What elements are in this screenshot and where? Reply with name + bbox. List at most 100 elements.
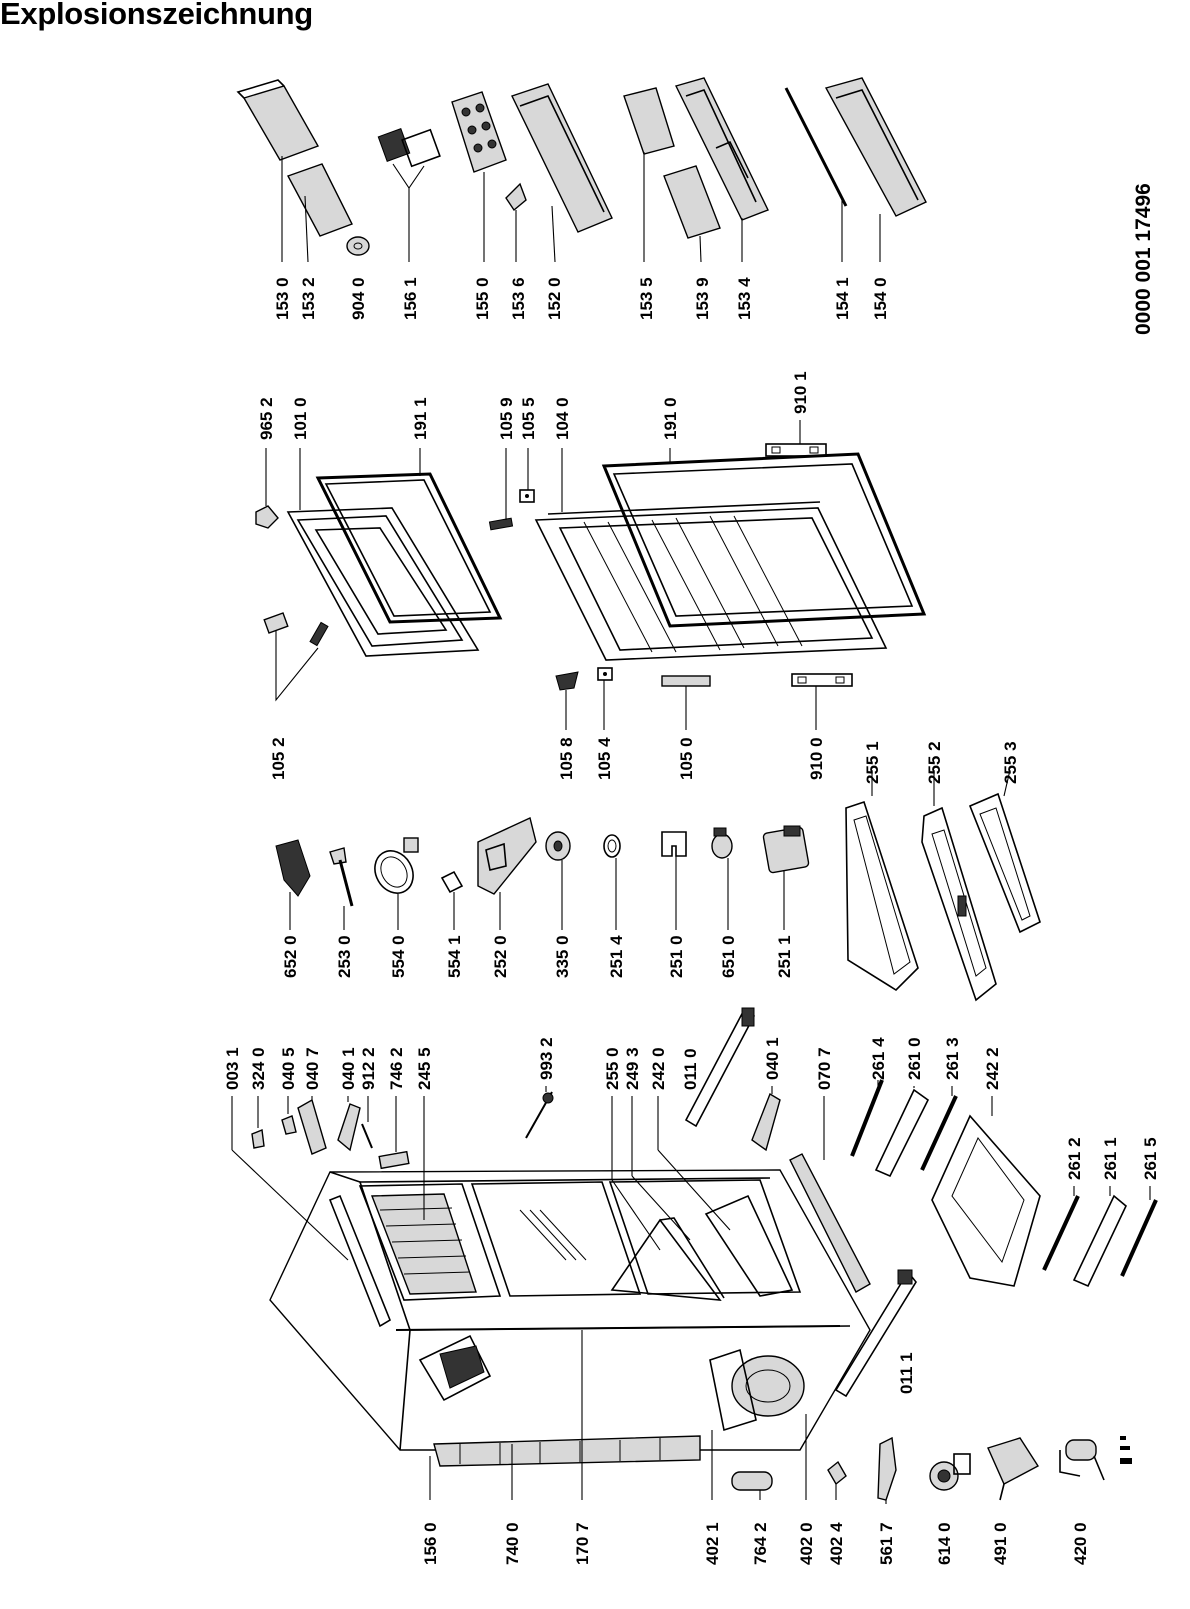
label-1541: 154 1 bbox=[833, 277, 852, 320]
part-1561 bbox=[377, 128, 441, 262]
label-1050: 105 0 bbox=[677, 737, 696, 780]
label-1010: 101 0 bbox=[291, 397, 310, 440]
label-6140: 614 0 bbox=[935, 1522, 954, 1565]
label-0401b: 040 1 bbox=[763, 1037, 782, 1080]
label-4020: 402 0 bbox=[797, 1522, 816, 1565]
part-1520 bbox=[511, 83, 613, 263]
label-7642: 764 2 bbox=[751, 1522, 770, 1565]
part-9040 bbox=[346, 236, 370, 256]
part-2422 bbox=[931, 1096, 1041, 1287]
label-9040: 904 0 bbox=[349, 277, 368, 320]
label-7462: 746 2 bbox=[387, 1047, 406, 1090]
label-2514: 251 4 bbox=[607, 935, 626, 978]
part-9100 bbox=[791, 673, 853, 730]
label-9652: 965 2 bbox=[257, 397, 276, 440]
label-0111: 011 1 bbox=[897, 1352, 916, 1394]
part-1534 bbox=[675, 77, 769, 262]
part-7400 bbox=[433, 1435, 701, 1467]
part-9101 bbox=[765, 420, 827, 457]
controls-row-labels: 652 0 253 0 554 0 554 1 252 0 335 0 251 … bbox=[281, 741, 1020, 978]
document-number: 0000 001 17496 bbox=[1132, 183, 1155, 335]
label-2612: 261 2 bbox=[1065, 1137, 1084, 1180]
part-1059 bbox=[488, 448, 514, 531]
part-1550 bbox=[451, 91, 507, 262]
part-0707 bbox=[789, 1153, 871, 1293]
label-1055: 105 5 bbox=[519, 397, 538, 440]
part-0407 bbox=[297, 1096, 327, 1155]
part-2455 bbox=[370, 1193, 477, 1295]
label-2610: 261 0 bbox=[905, 1037, 924, 1080]
part-1535 bbox=[623, 87, 675, 262]
label-0707: 070 7 bbox=[815, 1047, 834, 1090]
part-2530 bbox=[329, 847, 354, 930]
label-2611: 261 1 bbox=[1101, 1137, 1120, 1180]
label-2613: 261 3 bbox=[943, 1037, 962, 1080]
part-2615 bbox=[1120, 1186, 1158, 1277]
part-5541 bbox=[440, 870, 464, 930]
part-4910 bbox=[987, 1437, 1040, 1501]
label-2553: 255 3 bbox=[1001, 741, 1020, 784]
label-2493: 249 3 bbox=[623, 1047, 642, 1090]
label-2455: 245 5 bbox=[415, 1047, 434, 1090]
label-7400: 740 0 bbox=[503, 1522, 522, 1565]
label-9122: 912 2 bbox=[359, 1047, 378, 1090]
label-1534: 153 4 bbox=[735, 277, 754, 320]
part-3350 bbox=[545, 831, 571, 930]
label-1530: 153 0 bbox=[273, 277, 292, 320]
part-2520 bbox=[477, 817, 537, 930]
part-9652 bbox=[255, 448, 279, 529]
label-5540: 554 0 bbox=[389, 935, 408, 978]
part-4021 bbox=[709, 1348, 805, 1432]
part-1058 bbox=[555, 671, 579, 730]
part-1052 bbox=[263, 612, 329, 702]
part-7462 bbox=[378, 1096, 410, 1170]
part-0401a bbox=[337, 1096, 361, 1152]
small-parts-group bbox=[231, 1007, 825, 1261]
label-2520: 252 0 bbox=[491, 935, 510, 978]
part-0405 bbox=[281, 1096, 297, 1135]
part-2511 bbox=[762, 825, 810, 930]
part-1536 bbox=[505, 182, 527, 262]
part-1560 bbox=[418, 1334, 492, 1402]
part-0110 bbox=[684, 1007, 756, 1128]
label-1040: 104 0 bbox=[553, 397, 572, 440]
label-0031: 003 1 bbox=[223, 1047, 242, 1090]
label-1707: 170 7 bbox=[573, 1522, 592, 1565]
part-1530 bbox=[236, 79, 320, 262]
label-1911: 191 1 bbox=[411, 397, 430, 440]
controls-group bbox=[275, 769, 1041, 1002]
label-1520: 152 0 bbox=[545, 277, 564, 320]
label-2422: 242 2 bbox=[983, 1047, 1002, 1090]
part-2553 bbox=[968, 769, 1041, 934]
part-1541 bbox=[784, 87, 848, 262]
top-row-labels: 153 0 153 2 904 0 156 1 155 0 153 6 152 … bbox=[273, 277, 890, 320]
part-1054 bbox=[597, 667, 613, 730]
part-6140 bbox=[929, 1453, 971, 1491]
label-1535: 153 5 bbox=[637, 277, 656, 320]
part-3240 bbox=[251, 1096, 265, 1149]
label-1539: 153 9 bbox=[693, 277, 712, 320]
label-4021: 402 1 bbox=[703, 1522, 722, 1565]
part-1539 bbox=[663, 165, 721, 263]
label-5541: 554 1 bbox=[445, 935, 464, 978]
part-4200 bbox=[1059, 1439, 1105, 1481]
part-1040 bbox=[534, 448, 888, 661]
part-1010 bbox=[286, 448, 480, 657]
part-2613 bbox=[920, 1086, 958, 1171]
part-2514 bbox=[603, 834, 621, 930]
label-6510: 651 0 bbox=[719, 935, 738, 978]
label-1058: 105 8 bbox=[557, 737, 576, 780]
part-0111 bbox=[834, 1269, 917, 1398]
label-2550: 255 0 bbox=[603, 1047, 622, 1090]
label-2615: 261 5 bbox=[1141, 1137, 1160, 1180]
label-9100: 910 0 bbox=[807, 737, 826, 780]
label-1054: 105 4 bbox=[595, 737, 614, 780]
part-2552 bbox=[921, 770, 997, 1002]
part-1911 bbox=[315, 448, 503, 624]
label-2510: 251 0 bbox=[667, 935, 686, 978]
part-6520 bbox=[275, 839, 311, 930]
label-2552: 255 2 bbox=[925, 741, 944, 784]
label-1536: 153 6 bbox=[509, 277, 528, 320]
label-0401a: 040 1 bbox=[339, 1047, 358, 1090]
